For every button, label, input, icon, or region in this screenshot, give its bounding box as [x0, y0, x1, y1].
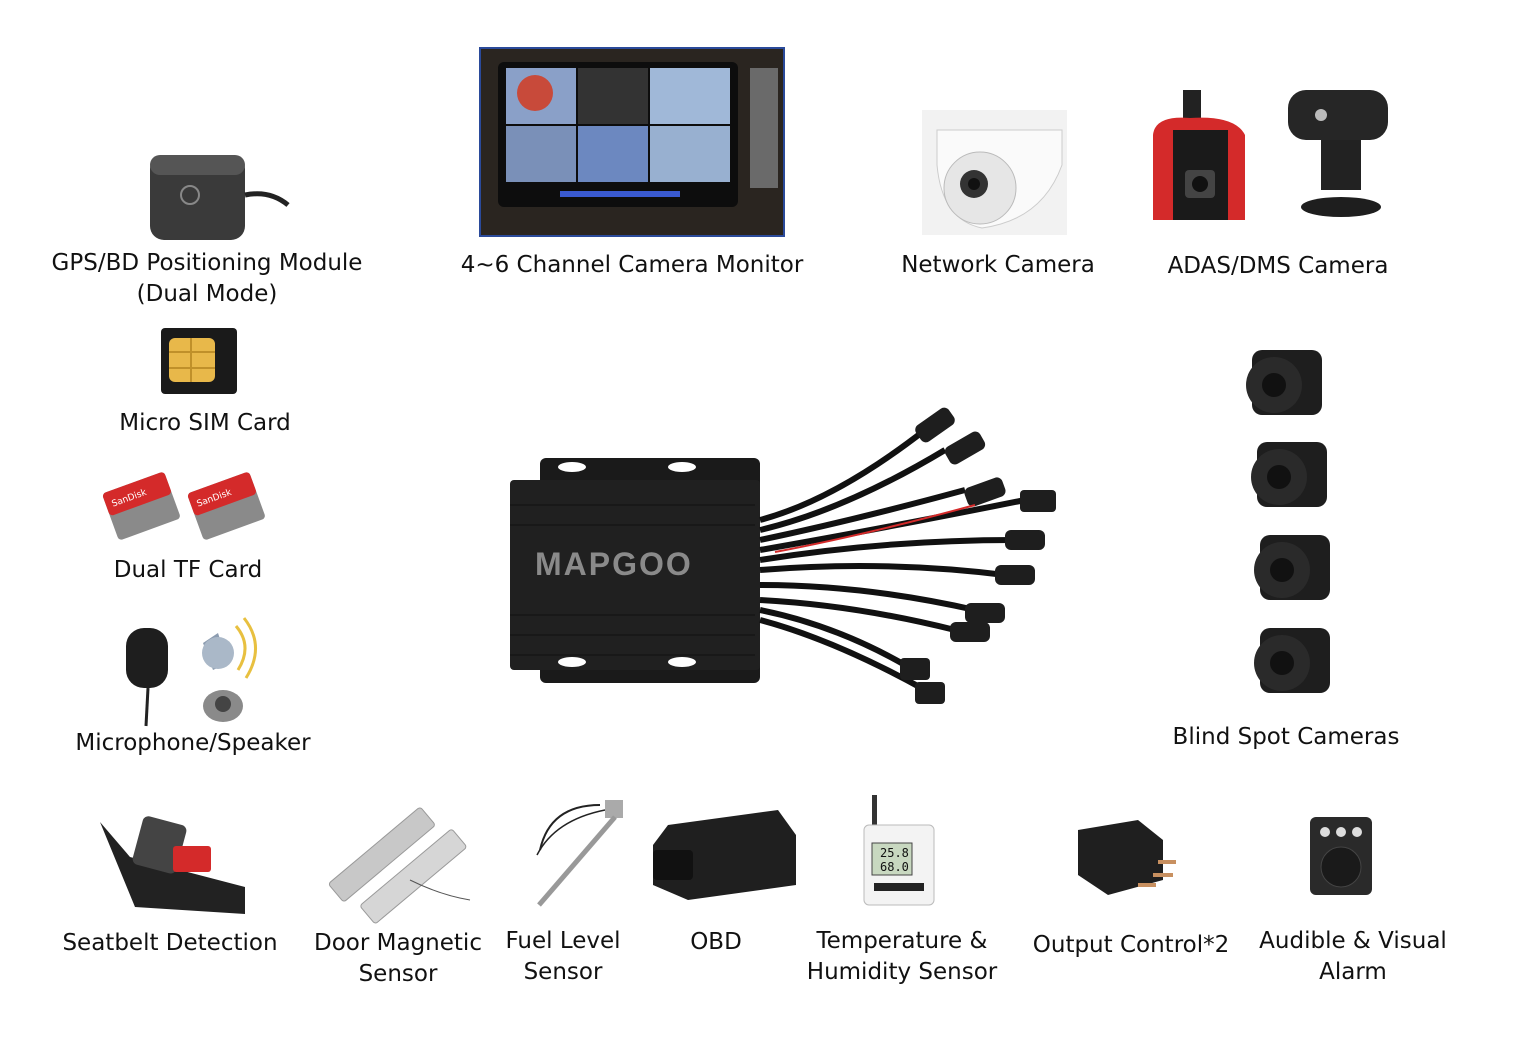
- microphone-speaker-image: [126, 617, 257, 727]
- seatbelt-label: Seatbelt Detection: [62, 930, 278, 956]
- tf-card-label: Dual TF Card: [113, 557, 263, 583]
- fuel-level-sensor-image: [536, 800, 623, 907]
- obd-image: [653, 810, 796, 900]
- sim-card-label: Micro SIM Card: [119, 410, 291, 436]
- gps-module-image: [150, 155, 290, 240]
- brand-logo: MAPGOO: [535, 546, 693, 582]
- output-control-relay-image: [1078, 820, 1176, 895]
- adas-dms-camera-label: ADAS/DMS Camera: [1167, 253, 1389, 279]
- humidity-reading: 68.0: [880, 860, 909, 874]
- adas-camera-image: [1153, 90, 1245, 220]
- camera-monitor-image: [479, 47, 785, 237]
- sim-card-image: [161, 328, 237, 394]
- seatbelt-image: [100, 816, 245, 914]
- network-camera-label: Network Camera: [901, 252, 1095, 278]
- mdvr-device-image: MAPGOO: [510, 407, 1056, 704]
- network-camera-image: [922, 110, 1067, 235]
- tf-cards-image: SanDisk SanDisk: [102, 472, 265, 540]
- temperature-humidity-label: Temperature &Humidity Sensor: [806, 928, 998, 985]
- blind-spot-camera-1: [1246, 350, 1322, 415]
- dms-camera-image: [1288, 90, 1388, 217]
- audible-visual-alarm-image: [1310, 817, 1372, 895]
- temperature-humidity-sensor-image: 25.8 68.0: [863, 795, 935, 906]
- mic-speaker-label: Microphone/Speaker: [75, 730, 311, 756]
- camera-monitor-label: 4~6 Channel Camera Monitor: [460, 252, 804, 278]
- blind-spot-cameras-image: [1246, 350, 1330, 693]
- gps-module-label: GPS/BD Positioning Module(Dual Mode): [51, 250, 363, 307]
- temp-reading: 25.8: [880, 846, 909, 860]
- door-magnetic-sensor-image: [328, 807, 471, 924]
- obd-label: OBD: [690, 929, 742, 955]
- output-control-label: Output Control*2: [1032, 932, 1230, 958]
- blind-spot-cameras-label: Blind Spot Cameras: [1172, 724, 1400, 750]
